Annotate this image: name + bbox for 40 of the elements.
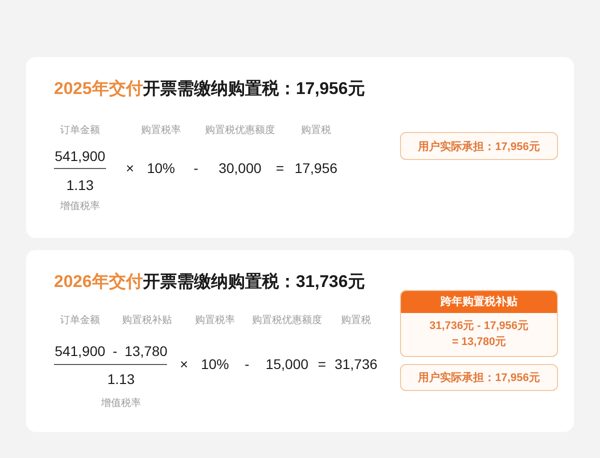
rate-value: 10%	[146, 160, 176, 176]
numerator-value: 541,900	[54, 148, 106, 164]
column-label: 订单金额	[60, 314, 100, 327]
result-value: 31,736	[334, 356, 378, 372]
column-label: 购置税补贴	[122, 314, 172, 327]
result-value: 17,956	[294, 160, 338, 176]
subsidy-calculation: 31,736元 - 17,956元 = 13,780元	[428, 319, 530, 350]
equals-sign: =	[318, 356, 326, 372]
minus-sign: -	[244, 356, 250, 372]
info-card	[26, 57, 574, 238]
subsidy-value: 13,780	[124, 343, 168, 359]
column-label: 购置税优惠额度	[205, 124, 275, 137]
multiply-sign: ×	[180, 356, 188, 372]
rate-value: 10%	[200, 356, 230, 372]
info-card	[26, 250, 574, 432]
result-text: 用户实际承担：17,956元	[418, 140, 540, 154]
numerator-value: 541,900	[54, 343, 106, 359]
subsidy-callout	[400, 290, 558, 357]
column-label: 购置税率	[141, 124, 181, 137]
denominator-value: 1.13	[66, 177, 94, 193]
column-label: 订单金额	[60, 124, 100, 137]
result-text: 用户实际承担：17,956元	[418, 370, 540, 385]
card-heading: 2026年交付开票需缴纳购置税：31,736元	[54, 271, 365, 293]
result-callout	[400, 364, 558, 391]
minus-sign: -	[194, 160, 198, 176]
denominator-label: 增值税率	[60, 200, 100, 213]
column-label: 购置税	[341, 314, 371, 327]
result-callout	[400, 132, 558, 160]
card-heading: 2025年交付开票需缴纳购置税：17,956元	[54, 78, 365, 100]
deduction-value: 30,000	[218, 160, 262, 176]
equals-sign: =	[276, 160, 284, 176]
subsidy-header: 跨年购置税补贴	[401, 291, 557, 313]
column-label: 购置税	[301, 124, 331, 137]
denominator-value: 1.13	[107, 371, 135, 387]
multiply-sign: ×	[126, 160, 134, 176]
minus-sign: -	[112, 343, 118, 359]
column-label: 购置税优惠额度	[252, 314, 322, 327]
column-label: 购置税率	[195, 314, 235, 327]
deduction-value: 15,000	[266, 356, 308, 372]
denominator-label: 增值税率	[101, 396, 141, 410]
